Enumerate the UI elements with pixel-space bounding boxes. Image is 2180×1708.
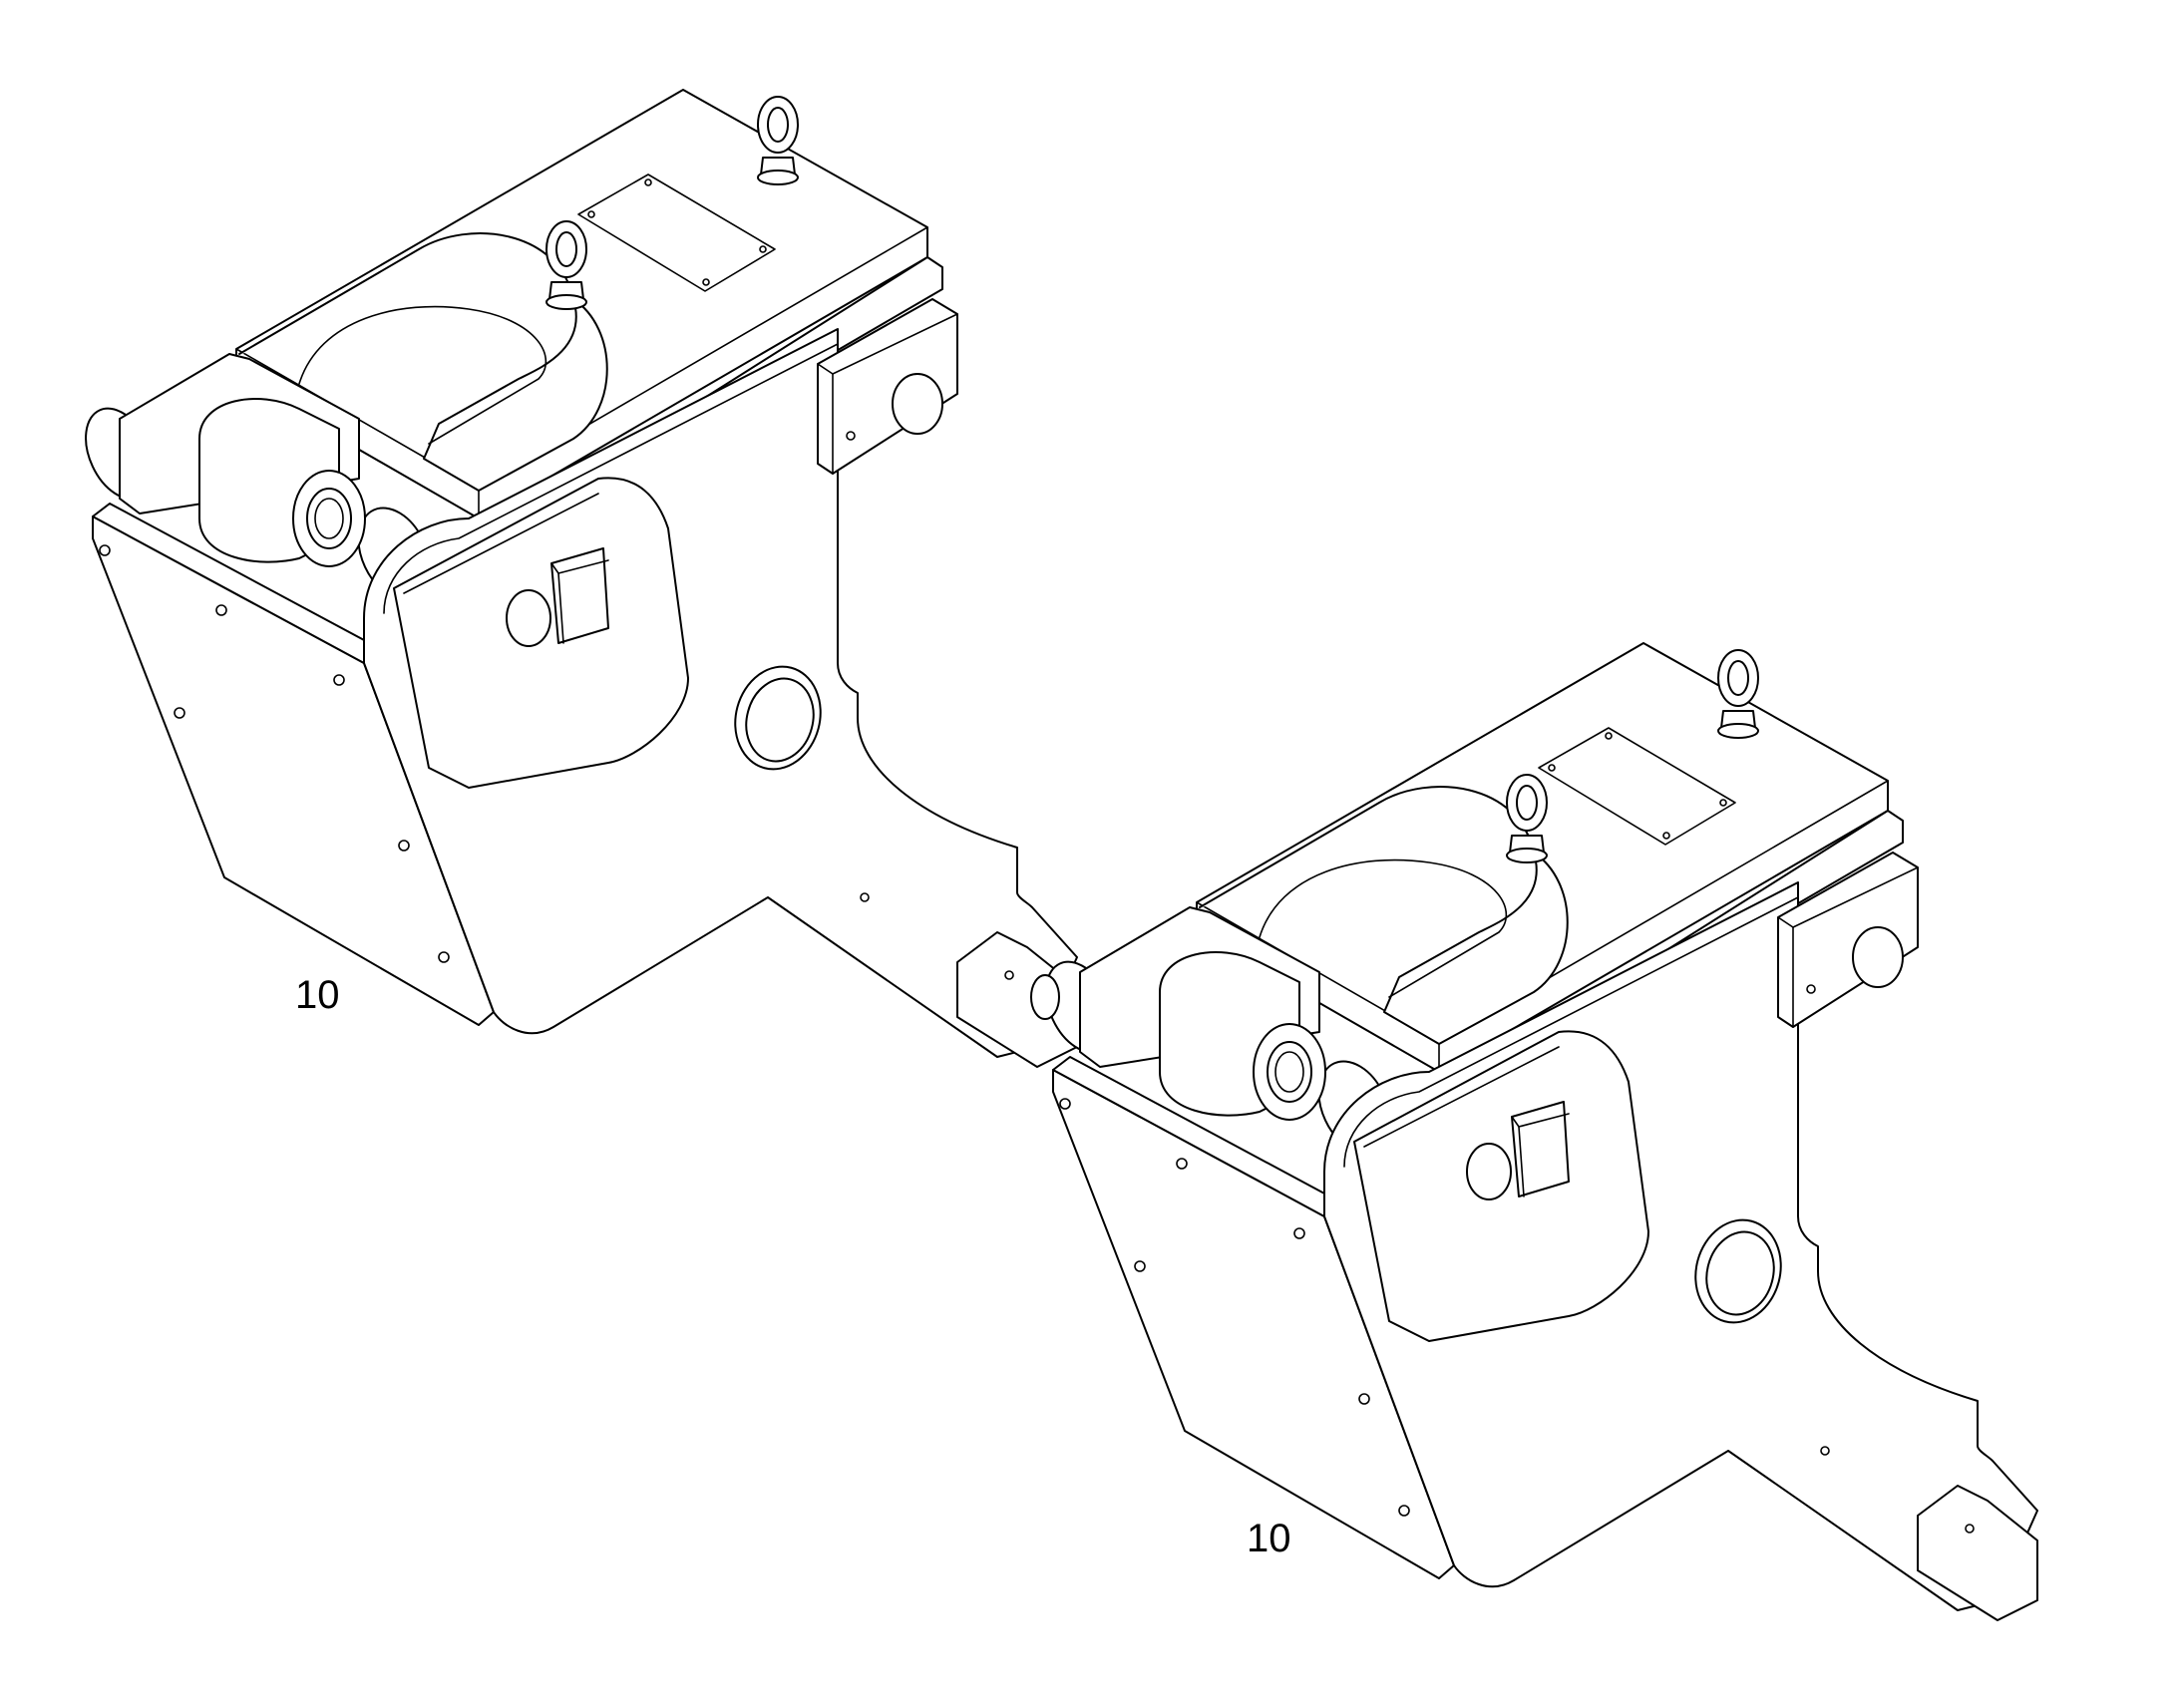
- lifting-unit-lower: [1031, 642, 2038, 1621]
- reference-numeral-10-lower: 10: [1247, 1517, 1291, 1560]
- reference-numeral-10-upper: 10: [295, 973, 340, 1017]
- lifting-unit-upper: [71, 89, 1079, 1068]
- connector-pin: [1030, 974, 1060, 1020]
